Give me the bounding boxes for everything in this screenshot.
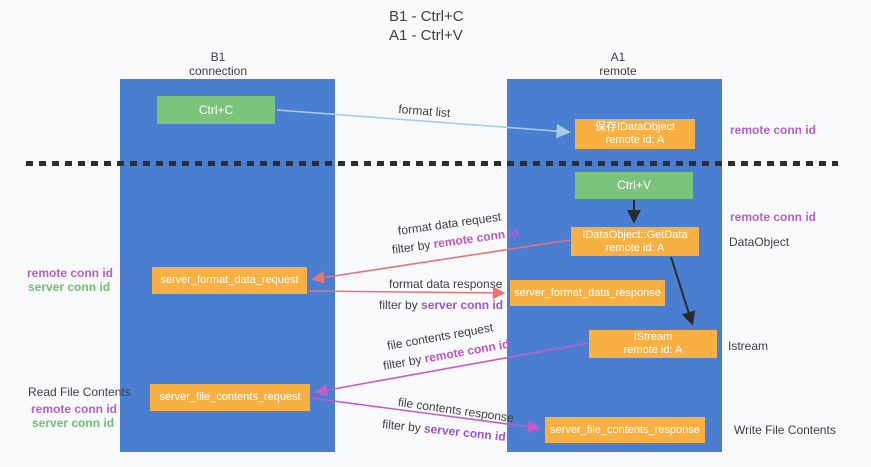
title-line2: A1 - Ctrl+V	[389, 27, 463, 44]
remote-conn-id-label-left-top: remote conn id	[27, 266, 114, 280]
ctrl-c-label: Ctrl+C	[198, 102, 234, 117]
left-column-role: connection	[188, 64, 248, 78]
server-format-data-response-node: server_format_data_response	[510, 280, 665, 306]
filter-by-server-conn-id-label-format: filter by server conn id	[379, 298, 503, 312]
format-response-label: server_format_data_response	[514, 286, 661, 299]
ctrl-c-node: Ctrl+C	[157, 96, 275, 124]
remote-conn-id-label-top-right: remote conn id	[730, 123, 817, 137]
remote-conn-id-label-mid-right: remote conn id	[730, 210, 817, 224]
write-file-contents-label: Write File Contents	[734, 423, 836, 437]
istream-side-label: Istream	[728, 339, 769, 353]
filter-by-text: filter by	[391, 237, 432, 257]
server-file-contents-response-node: server_file_contents_response	[545, 417, 705, 443]
getdata-line2: remote id: A	[605, 241, 665, 254]
ctrl-v-label: Ctrl+V	[617, 178, 651, 192]
left-column-name: B1	[210, 50, 226, 64]
server-format-data-request-node: server_format_data_request	[152, 267, 307, 294]
istream-line1: IStream	[633, 331, 673, 343]
server-conn-id-label-left-bottom: server conn id	[32, 416, 115, 430]
save-dataobject-line2: remote id: A	[605, 134, 665, 146]
getdata-line1: IDataObject::GetData	[582, 228, 688, 241]
file-response-label: server_file_contents_response	[550, 423, 700, 436]
filter-by-text: filter by	[382, 352, 423, 373]
format-data-response-arrow	[307, 286, 506, 300]
istream-line2: remote id: A	[623, 344, 683, 356]
save-dataobject-line1: 保存IDataObject	[594, 121, 676, 133]
format-data-response-label: format data response	[389, 277, 503, 291]
remote-conn-id-label-left-bottom: remote conn id	[31, 402, 118, 416]
ctrl-v-node: Ctrl+V	[575, 172, 693, 199]
server-conn-id-keyword: server conn id	[423, 421, 507, 444]
dataobject-label: DataObject	[729, 235, 790, 249]
idataobject-getdata-node: IDataObject::GetData remote id: A	[571, 227, 699, 256]
title-line1: B1 - Ctrl+C	[389, 8, 464, 25]
filter-by-text: filter by	[381, 417, 422, 435]
istream-node: IStream remote id: A	[589, 330, 717, 358]
left-column-header: B1 connection	[148, 50, 288, 78]
server-conn-id-label-left-top: server conn id	[28, 280, 111, 294]
file-request-label: server_file_contents_request	[159, 391, 301, 403]
diagram-title: B1 - Ctrl+C A1 - Ctrl+V	[389, 7, 464, 45]
server-file-contents-request-node: server_file_contents_request	[150, 384, 310, 411]
read-file-contents-label: Read File Contents	[28, 385, 131, 399]
copy-paste-separator-line	[26, 161, 838, 166]
right-column-role: remote	[599, 64, 637, 78]
filter-by-text: filter by	[379, 298, 418, 312]
right-column-name: A1	[610, 50, 626, 64]
format-list-label: format list	[397, 102, 451, 121]
format-request-label: server_format_data_request	[160, 274, 299, 286]
right-column-header: A1 remote	[548, 50, 688, 78]
server-conn-id-keyword: server conn id	[421, 298, 504, 312]
save-dataobject-node: 保存IDataObject remote id: A	[575, 119, 695, 149]
